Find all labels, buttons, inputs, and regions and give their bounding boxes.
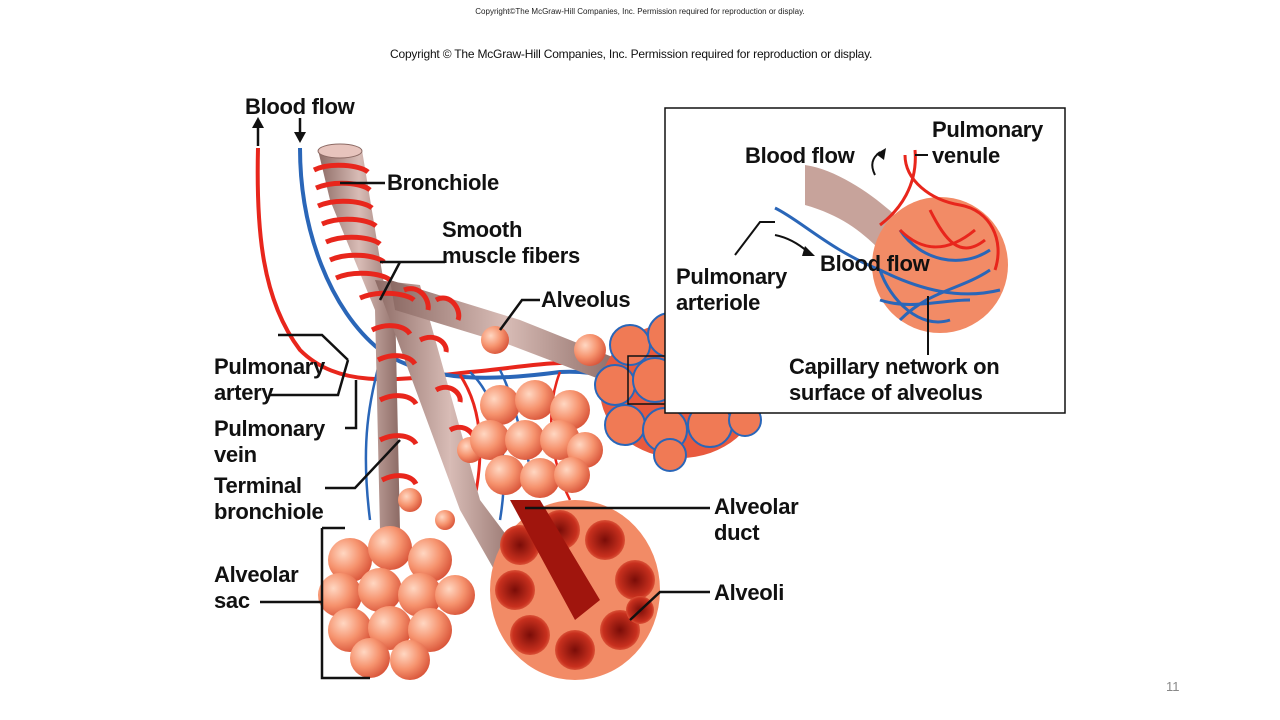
pulmonary-arteriole-label-1: Pulmonary: [676, 264, 787, 289]
smooth-muscle-label-1: Smooth: [442, 217, 523, 242]
smooth-muscle-label-2: muscle fibers: [442, 243, 580, 268]
capillary-inset: [664, 107, 1066, 414]
pulmonary-vein-label-2: vein: [214, 442, 257, 467]
middle-alveolar-cluster: [470, 380, 603, 498]
inset-inner-blood-flow-label: Blood flow: [820, 251, 930, 276]
alveolar-duct-label-1: Alveolar: [714, 494, 799, 519]
alveolar-sac-label-2: sac: [214, 588, 250, 613]
bronchiole-label: Bronchiole: [387, 170, 499, 195]
terminal-bronchiole-label-1: Terminal: [214, 473, 302, 498]
alveoli-cutaway: [490, 500, 660, 680]
pulmonary-venule-label-1: Pulmonary: [932, 117, 1043, 142]
pulmonary-venule-label-2: venule: [932, 143, 1000, 168]
alveoli-label: Alveoli: [714, 580, 785, 605]
inset-blood-flow-label: Blood flow: [745, 143, 855, 168]
capillary-network-label-1: Capillary network on: [789, 354, 1000, 379]
alveolar-duct-label-2: duct: [714, 520, 760, 545]
capillary-network-label-2: surface of alveolus: [789, 380, 983, 405]
pulmonary-vein-label-1: Pulmonary: [214, 416, 325, 441]
pulmonary-artery-label-1: Pulmonary: [214, 354, 325, 379]
alveolus-label: Alveolus: [541, 287, 631, 312]
figure-copyright-notice: Copyright © The McGraw-Hill Companies, I…: [390, 47, 873, 61]
blood-flow-label: Blood flow: [245, 94, 355, 119]
alveolar-sac-cluster: [318, 526, 475, 680]
small-copyright-notice: Copyright©The McGraw-Hill Companies, Inc…: [475, 7, 805, 16]
small-alveoli: [398, 326, 606, 530]
terminal-bronchiole-label-2: bronchiole: [214, 499, 324, 524]
pulmonary-artery-label-2: artery: [214, 380, 274, 405]
blood-flow-arrows: [252, 117, 306, 146]
leader-lines: [260, 181, 710, 680]
alveolar-sac-label-1: Alveolar: [214, 562, 299, 587]
page-number: 11: [1166, 679, 1180, 694]
pulmonary-arteriole-label-2: arteriole: [676, 290, 761, 315]
